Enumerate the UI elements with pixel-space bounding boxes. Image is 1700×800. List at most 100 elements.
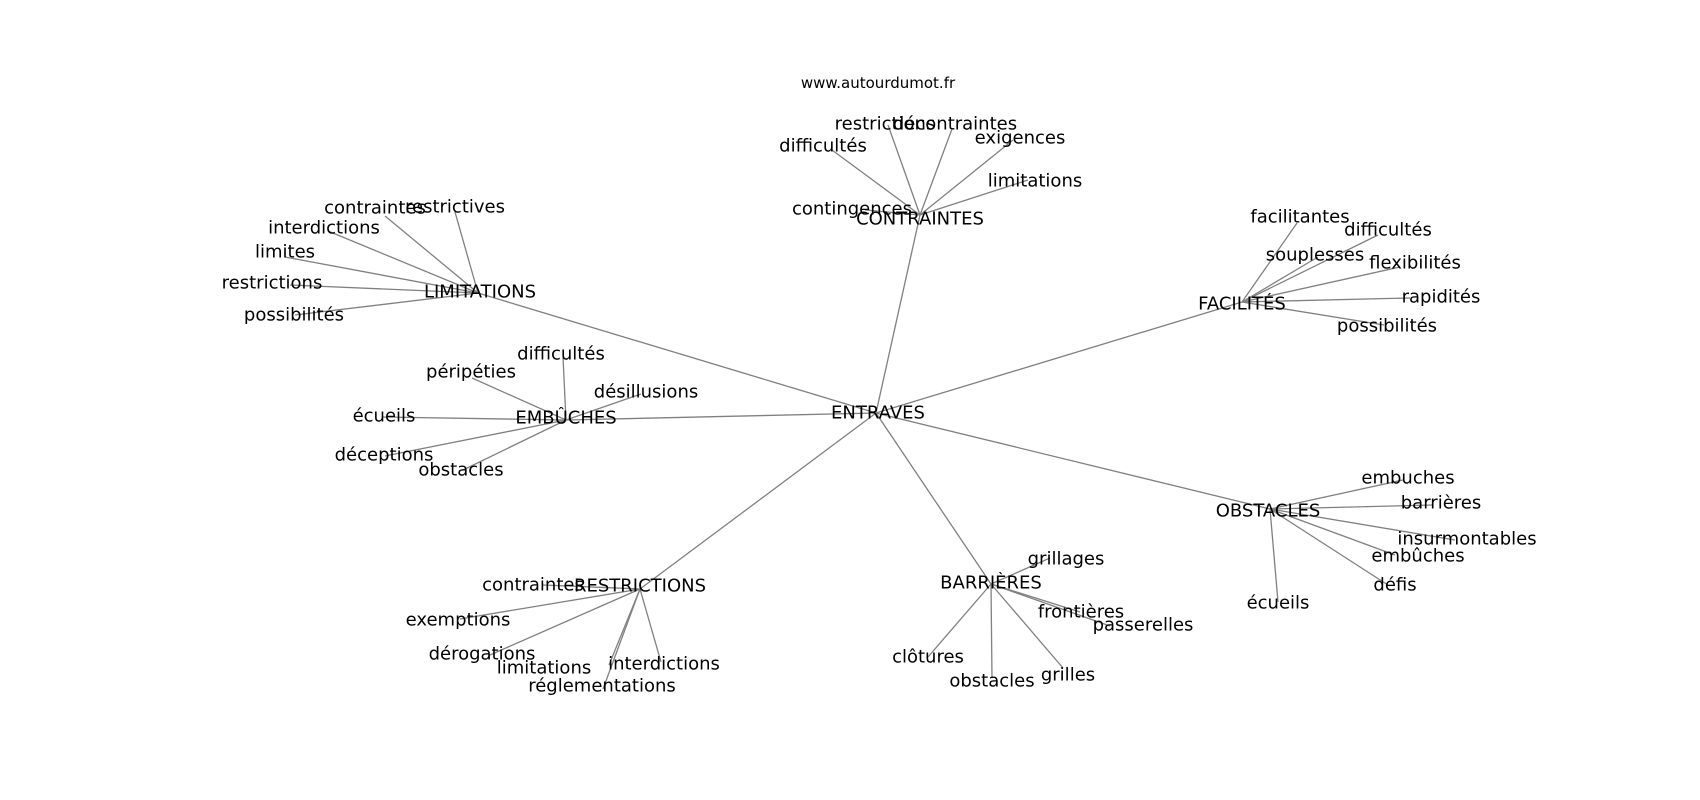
edge-limitations-contraintes: [384, 215, 479, 294]
edge-limitations-restrictives: [454, 211, 479, 294]
leaf-label-barrieres-passerelles: passerelles: [1093, 615, 1194, 636]
edge-entraves-obstacles: [875, 412, 1271, 510]
edge-facilites-souplesses: [1241, 256, 1319, 303]
leaf-label-embuches-ecueils: écueils: [353, 406, 416, 427]
edge-limitations-possibilites: [294, 292, 479, 316]
edge-barrieres-passerelles: [990, 583, 1111, 627]
leaf-label-restrictions-limitations: limitations: [497, 658, 591, 679]
leaf-label-facilites-souplesses: souplesses: [1266, 245, 1365, 266]
leaf-label-contraintes-restrictions: restrictions: [835, 114, 936, 135]
edge-obstacles-ecueils: [1269, 508, 1279, 603]
edge-limitations-limites: [284, 256, 479, 294]
leaf-label-facilites-difficultes: difficultés: [1344, 220, 1432, 241]
edge-facilites-possibilites: [1241, 301, 1385, 326]
edge-restrictions-exemptions: [459, 588, 641, 620]
leaf-label-restrictions-interdictions: interdictions: [608, 654, 720, 675]
edge-entraves-restrictions: [639, 412, 877, 590]
leaf-label-obstacles-embuches: embuches: [1361, 468, 1454, 489]
edge-contraintes-decontraintes: [919, 128, 953, 216]
leaf-label-limitations-restrictives: restrictives: [405, 197, 505, 218]
edge-barrieres-grilles: [990, 583, 1064, 669]
leaf-label-facilites-facilitantes: facilitantes: [1250, 207, 1349, 228]
leaf-label-barrieres-clotures: clôtures: [892, 647, 964, 668]
edge-embuches-ecueils: [381, 416, 567, 421]
leaf-label-facilites-possibilites: possibilités: [1337, 316, 1437, 337]
branch-label-contraintes: CONTRAINTES: [856, 209, 984, 230]
leaf-label-limitations-possibilites: possibilités: [244, 305, 344, 326]
edge-contraintes-restrictions: [887, 124, 921, 216]
leaf-label-obstacles-barrieres: barrières: [1401, 493, 1481, 514]
edge-obstacles-insurmontables: [1269, 508, 1456, 541]
center-node-label: ENTRAVES: [831, 403, 925, 424]
leaf-label-restrictions-contraintes: contraintes: [482, 575, 584, 596]
edge-obstacles-embuches: [1269, 479, 1404, 510]
edge-contraintes-limitations: [919, 179, 1029, 216]
graph-edges: [284, 124, 1456, 690]
leaf-label-limitations-interdictions: interdictions: [268, 218, 380, 239]
edge-obstacles-defis: [1269, 508, 1389, 586]
edge-entraves-embuches: [565, 412, 877, 421]
leaf-label-obstacles-insurmontables: insurmontables: [1397, 529, 1536, 550]
edge-contraintes-difficultes: [831, 149, 921, 216]
branch-label-restrictions: RESTRICTIONS: [574, 576, 706, 597]
leaf-label-embuches-deceptions: déceptions: [335, 445, 434, 466]
leaf-label-obstacles-defis: défis: [1373, 575, 1416, 596]
leaf-label-obstacles-ecueils: écueils: [1247, 593, 1310, 614]
edge-barrieres-grillages: [990, 557, 1051, 585]
edge-obstacles-barrieres: [1269, 504, 1434, 510]
leaf-label-limitations-limites: limites: [255, 242, 315, 263]
edge-limitations-restrictions: [289, 284, 479, 294]
leaf-label-contraintes-contingences: contingences: [792, 199, 912, 220]
branch-label-embuches: EMBÛCHES: [515, 407, 616, 429]
edge-restrictions-contraintes: [542, 584, 641, 590]
leaf-label-facilites-rapidites: rapidités: [1402, 287, 1481, 308]
leaf-label-restrictions-exemptions: exemptions: [406, 610, 511, 631]
edge-contraintes-contingences: [864, 209, 921, 216]
edge-entraves-barrieres: [875, 412, 992, 585]
graph-labels: www.autourdumot.fr restrictionsdécontrai…: [222, 74, 1537, 697]
branch-label-facilites: FACILITÉS: [1198, 293, 1286, 315]
edge-obstacles-embuches: [1269, 508, 1396, 556]
edge-entraves-facilites: [875, 301, 1243, 414]
edge-entraves-limitations: [477, 292, 877, 414]
edge-entraves-contraintes: [875, 214, 921, 414]
leaf-label-facilites-flexibilites: flexibilités: [1369, 253, 1461, 274]
leaf-label-contraintes-exigences: exigences: [975, 128, 1066, 149]
leaf-label-contraintes-limitations: limitations: [988, 171, 1082, 192]
branch-label-barrieres: BARRIÈRES: [940, 572, 1042, 594]
leaf-label-barrieres-frontieres: frontières: [1038, 602, 1124, 623]
edge-facilites-facilitantes: [1241, 222, 1298, 303]
edge-embuches-obstacles: [462, 419, 567, 471]
edge-embuches-peripeties: [471, 377, 567, 421]
leaf-label-embuches-difficultes: difficultés: [517, 344, 605, 365]
edge-embuches-difficultes: [562, 356, 567, 421]
leaf-label-contraintes-difficultes: difficultés: [779, 136, 867, 157]
website-label: www.autourdumot.fr: [801, 74, 956, 92]
edge-limitations-interdictions: [327, 230, 479, 294]
branch-label-obstacles: OBSTACLES: [1216, 501, 1321, 522]
edge-facilites-flexibilites: [1241, 266, 1401, 303]
leaf-label-obstacles-embuches: embûches: [1371, 546, 1464, 567]
edge-restrictions-reglementations: [602, 588, 641, 690]
edge-restrictions-interdictions: [639, 588, 662, 663]
edge-facilites-rapidites: [1241, 297, 1411, 303]
leaf-label-barrieres-grilles: grilles: [1041, 665, 1095, 686]
branch-label-limitations: LIMITATIONS: [424, 282, 536, 303]
edge-embuches-desillusions: [565, 393, 642, 421]
leaf-label-limitations-contraintes: contraintes: [324, 198, 426, 219]
leaf-label-contraintes-decontraintes: décontraintes: [893, 114, 1017, 135]
leaf-label-embuches-peripeties: péripéties: [426, 362, 516, 383]
edge-restrictions-derogations: [489, 588, 641, 656]
edge-contraintes-exigences: [919, 139, 1014, 216]
edge-barrieres-obstacles: [990, 583, 993, 679]
leaf-label-embuches-desillusions: désillusions: [594, 382, 698, 403]
leaf-label-limitations-restrictions: restrictions: [222, 273, 323, 294]
edge-embuches-deceptions: [384, 419, 567, 457]
leaf-label-barrieres-grillages: grillages: [1028, 549, 1105, 570]
edge-facilites-difficultes: [1241, 234, 1379, 303]
leaf-label-embuches-obstacles: obstacles: [418, 460, 503, 481]
edge-barrieres-clotures: [927, 583, 992, 658]
leaf-label-restrictions-derogations: dérogations: [429, 644, 536, 665]
leaf-label-barrieres-obstacles: obstacles: [949, 671, 1034, 692]
